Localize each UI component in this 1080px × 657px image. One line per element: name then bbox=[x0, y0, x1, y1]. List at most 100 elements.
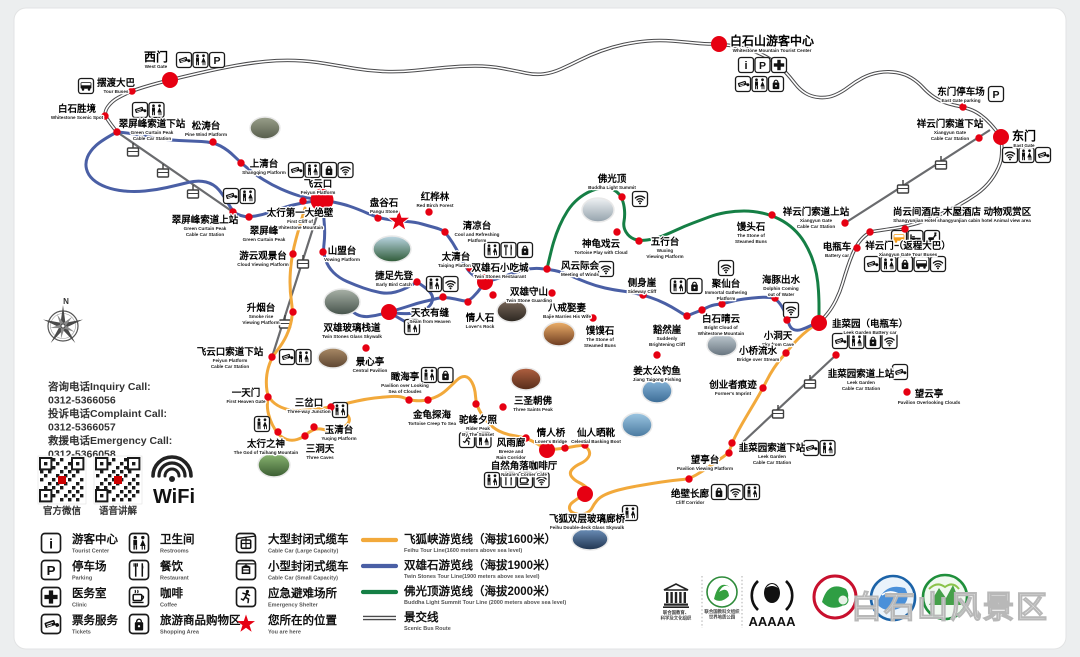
dot-west-gate bbox=[162, 72, 178, 88]
clinic-icon bbox=[770, 56, 788, 74]
dot-camel-peak-sunset bbox=[472, 400, 480, 408]
parking-icon: P bbox=[987, 85, 1005, 103]
wifi-icon bbox=[929, 255, 947, 273]
wifi-icon bbox=[782, 301, 800, 319]
svg-text:Brightening Cliff: Brightening Cliff bbox=[649, 342, 685, 347]
dot-xiangyun-lower-station bbox=[975, 134, 983, 142]
dot-three-way-junction bbox=[327, 403, 335, 411]
ticket-icon bbox=[734, 75, 752, 93]
svg-text:Cable Car Station: Cable Car Station bbox=[133, 136, 171, 141]
cableways bbox=[116, 129, 991, 444]
icons-twin-stones-restaurant bbox=[483, 241, 534, 259]
svg-text:Tickets: Tickets bbox=[72, 630, 91, 636]
dot-lovers-bridge bbox=[539, 442, 555, 458]
svg-text:Immortal Gathering: Immortal Gathering bbox=[705, 290, 748, 295]
svg-text:Tortoise Creep To Sea: Tortoise Creep To Sea bbox=[408, 421, 457, 426]
svg-text:Pangu Stone: Pangu Stone bbox=[370, 209, 399, 214]
svg-text:升烟台: 升烟台 bbox=[247, 302, 276, 314]
restroom-icon bbox=[475, 431, 492, 449]
scenic-area-emblem bbox=[921, 573, 969, 621]
ticket-icon bbox=[831, 332, 849, 350]
svg-text:情人桥: 情人桥 bbox=[536, 427, 566, 439]
dot-shangqing-platform bbox=[237, 159, 245, 167]
dot-feiyun-lower-station bbox=[268, 353, 276, 361]
svg-text:Red Birch Forest: Red Birch Forest bbox=[416, 203, 453, 208]
ticket-icon bbox=[1034, 146, 1052, 164]
svg-text:Rain Corridor: Rain Corridor bbox=[496, 455, 526, 460]
svg-text:Cliff Corridor: Cliff Corridor bbox=[676, 500, 705, 505]
restroom-icon bbox=[253, 415, 271, 433]
icons-leek-garden bbox=[831, 332, 898, 350]
coffee-icon bbox=[516, 471, 534, 489]
svg-text:风雨廊: 风雨廊 bbox=[497, 437, 526, 449]
svg-text:世界地质公园: 世界地质公园 bbox=[709, 613, 736, 620]
photo-green2 bbox=[257, 452, 291, 478]
svg-text:聚仙台: 聚仙台 bbox=[711, 278, 741, 290]
svg-text:Buddha Light Summit: Buddha Light Summit bbox=[588, 185, 636, 190]
dot-leek-garden bbox=[811, 315, 827, 331]
svg-text:白石胜境: 白石胜境 bbox=[58, 103, 97, 115]
svg-text:AAAAA: AAAAA bbox=[749, 614, 797, 629]
svg-text:瞰海亭: 瞰海亭 bbox=[391, 371, 420, 383]
icons-scenic-spot bbox=[131, 101, 165, 119]
national-geopark-emblem bbox=[812, 574, 858, 620]
svg-text:投诉电话Complaint Call:: 投诉电话Complaint Call: bbox=[48, 407, 167, 420]
emergency-icon bbox=[458, 431, 476, 449]
contact-info: 咨询电话Inquiry Call:0312-5366056投诉电话Complai… bbox=[37, 380, 195, 517]
svg-text:东门停车场: 东门停车场 bbox=[937, 86, 985, 98]
svg-text:Sea of Cloudes: Sea of Cloudes bbox=[388, 389, 422, 394]
cableway-xiangyun bbox=[844, 129, 991, 224]
svg-text:P: P bbox=[759, 60, 766, 72]
world-geopark-emblem bbox=[869, 574, 917, 622]
ticket-icon bbox=[278, 348, 296, 366]
dot bbox=[718, 300, 726, 308]
cable-car-icon bbox=[296, 255, 310, 269]
dot-feihu-glass-bridge bbox=[577, 486, 593, 502]
dot-east-gate bbox=[993, 129, 1009, 145]
dot-green-curtain-lower-station bbox=[113, 128, 121, 136]
icons-xiangyun-gate bbox=[863, 255, 947, 273]
ticket-icon bbox=[802, 439, 820, 457]
wifi-icon bbox=[631, 190, 649, 208]
icons-cafe bbox=[483, 471, 550, 489]
dot-celestial-basking-boot bbox=[581, 441, 589, 449]
svg-text:Suddenly: Suddenly bbox=[657, 336, 678, 341]
cable-car-icon bbox=[771, 405, 785, 419]
svg-text:Feihu Double-deck Glass Skywal: Feihu Double-deck Glass Skywalk bbox=[550, 525, 625, 530]
restroom-icon bbox=[848, 332, 865, 350]
dot bbox=[424, 396, 432, 404]
dot-central-pavilion bbox=[362, 344, 370, 352]
dot-leek-garden-lower-station bbox=[728, 439, 736, 447]
dot-bridge-over-stream bbox=[782, 349, 790, 357]
wifi-icon bbox=[717, 259, 735, 277]
ticket-icon bbox=[175, 51, 193, 69]
svg-text:Meeting of Winds: Meeting of Winds bbox=[561, 272, 599, 277]
svg-text:Twin Stones Tour Line(1900 met: Twin Stones Tour Line(1900 meters above … bbox=[404, 574, 540, 580]
icons-breeze-rain bbox=[458, 431, 492, 449]
svg-text:飞狐峡游览线（海拔1600米）: 飞狐峡游览线（海拔1600米） bbox=[404, 532, 556, 546]
svg-text:Cable Car (Small Capacity): Cable Car (Small Capacity) bbox=[268, 576, 338, 582]
svg-text:Pavilion over Looking: Pavilion over Looking bbox=[381, 383, 429, 388]
dot-cool-refreshing-platform bbox=[441, 228, 449, 236]
qr-official-wechat: 官方微信 bbox=[37, 455, 87, 517]
svg-text:翠屏峰索道下站: 翠屏峰索道下站 bbox=[119, 118, 186, 130]
svg-text:Cable Car (Large Capacity): Cable Car (Large Capacity) bbox=[268, 549, 338, 555]
restroom-icon bbox=[621, 504, 639, 522]
clinic-icon bbox=[40, 586, 62, 608]
svg-text:医务室: 医务室 bbox=[72, 586, 107, 600]
dot-buddha-light-summit bbox=[618, 193, 626, 201]
svg-text:Cable Car Station: Cable Car Station bbox=[753, 460, 791, 465]
